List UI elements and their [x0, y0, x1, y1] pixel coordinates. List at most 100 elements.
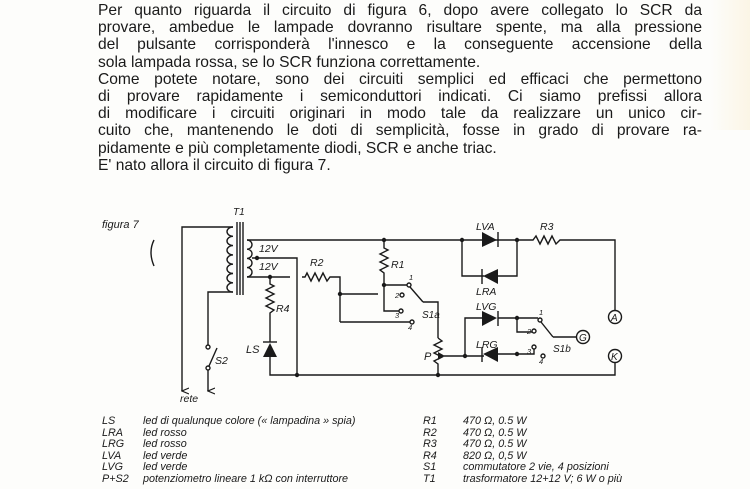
mains-wire — [182, 226, 233, 391]
s1b-wire — [516, 318, 532, 333]
position-label: 4 — [408, 323, 412, 332]
s1a-wiper — [409, 286, 424, 303]
r1-label: R1 — [391, 259, 404, 271]
legend-desc: 470 Ω, 0.5 W — [463, 426, 527, 439]
led-lvg — [482, 311, 497, 326]
led-lrg — [483, 347, 498, 362]
junction-dot — [381, 282, 387, 288]
terminal-a-label: A — [610, 313, 618, 324]
lva-label: LVA — [476, 221, 495, 233]
legend-desc: led verde — [143, 461, 188, 474]
legend-desc: led di qualunque colore (« lampadina » s… — [143, 415, 356, 427]
legend-row: LRA led rosso — [102, 426, 355, 440]
junction-dot — [459, 237, 465, 243]
led-ls — [263, 343, 277, 357]
s1a-contact — [398, 308, 404, 314]
s1b-label: S1b — [553, 344, 571, 355]
junction-dots — [254, 237, 520, 378]
legend-code: LVG — [102, 461, 124, 474]
r2-label: R2 — [310, 257, 324, 269]
terminal-k: K — [607, 348, 623, 364]
text-line: pidamente e più completamente diodi, SCR… — [98, 139, 497, 157]
terminal-k-label: K — [611, 352, 619, 363]
s1a-label: S1a — [422, 310, 440, 321]
rete-label: rete — [180, 393, 198, 405]
lva-lra-wire — [498, 240, 518, 277]
legend-desc: commutatore 2 vie, 4 posizioni — [463, 461, 609, 474]
position-label: 3 — [527, 347, 532, 356]
lrg-label: LRG — [476, 339, 498, 351]
legend-code: LRA — [102, 426, 124, 439]
legend-row: LVG led verde — [102, 462, 355, 474]
led-lra — [483, 269, 498, 284]
s1a-contact — [399, 292, 405, 298]
legend-desc: potenziometro lineare 1 kΩ con interrutt… — [143, 472, 349, 485]
legend-desc: 470 Ω, 0.5 W — [463, 438, 527, 451]
terminal-g: G — [575, 329, 591, 345]
t1-label: T1 — [233, 207, 245, 218]
s2-contact — [205, 344, 211, 350]
s1b-wiper — [540, 321, 554, 338]
legend-code: LRG — [102, 438, 125, 451]
paper-stain — [710, 0, 750, 130]
junction-dot — [294, 372, 300, 378]
position-label: 1 — [539, 308, 543, 317]
position-label: 2 — [526, 327, 532, 336]
legend-desc: led rosso — [143, 426, 187, 439]
terminal-g-circle — [575, 329, 591, 345]
resistor-r3 — [517, 234, 616, 311]
legend-desc: led verde — [143, 449, 188, 462]
center-tap-wire — [252, 257, 298, 375]
s1a-contact — [406, 282, 412, 288]
junction-dot — [381, 237, 387, 243]
switch-s1a: 1 2 3 4 S1a — [394, 273, 440, 332]
legend-code: S1 — [423, 461, 437, 474]
r4-label: R4 — [276, 303, 290, 315]
led-lva — [482, 232, 497, 247]
lra-label: LRA — [476, 286, 496, 298]
text-line: Come potete notare, sono dei circuiti se… — [98, 70, 702, 88]
legend-code: P+S2 — [102, 472, 129, 485]
resistor-r4 — [264, 277, 276, 342]
s2-label: S2 — [215, 355, 228, 367]
terminal-k-circle — [607, 348, 623, 364]
s1b-wire — [498, 349, 535, 355]
junction-dot — [254, 255, 260, 261]
margin-mark — [150, 239, 155, 267]
legend-code: R1 — [423, 415, 437, 427]
junction-dot — [514, 237, 520, 243]
lva-lra-wire — [461, 240, 484, 277]
ls-label: LS — [246, 344, 260, 356]
body-text: Per quanto riguarda il circuito di figur… — [98, 2, 702, 174]
text-line: del pulsante corrisponderà l'innesco e l… — [98, 36, 702, 54]
legend-code: T1 — [423, 472, 436, 485]
s2-contact — [205, 365, 211, 371]
legend-desc: trasformatore 12+12 V; 6 W o più — [463, 472, 623, 485]
figure-caption: figura 7 — [102, 219, 140, 231]
r1-wire — [383, 285, 399, 312]
primary-coil — [226, 226, 234, 293]
junction-dot — [435, 372, 441, 378]
r3-label: R3 — [540, 221, 554, 233]
bottom-rail — [269, 357, 616, 376]
resistor-r1 — [378, 240, 390, 285]
position-label: 4 — [539, 357, 543, 366]
text-line: E' nato allora il circuito di figura 7. — [98, 156, 331, 174]
wiper-wire — [423, 301, 439, 338]
text-line: provare, ambedue le lampade dovranno ris… — [98, 19, 702, 37]
legend-desc: 820 Ω, 0,5 W — [463, 449, 527, 462]
s1b-contact — [531, 328, 537, 334]
terminal-a: A — [607, 309, 623, 325]
lvg-wire — [464, 317, 482, 356]
junction-dot — [267, 274, 273, 280]
mains-wire — [207, 291, 233, 345]
junction-dot — [462, 353, 468, 359]
